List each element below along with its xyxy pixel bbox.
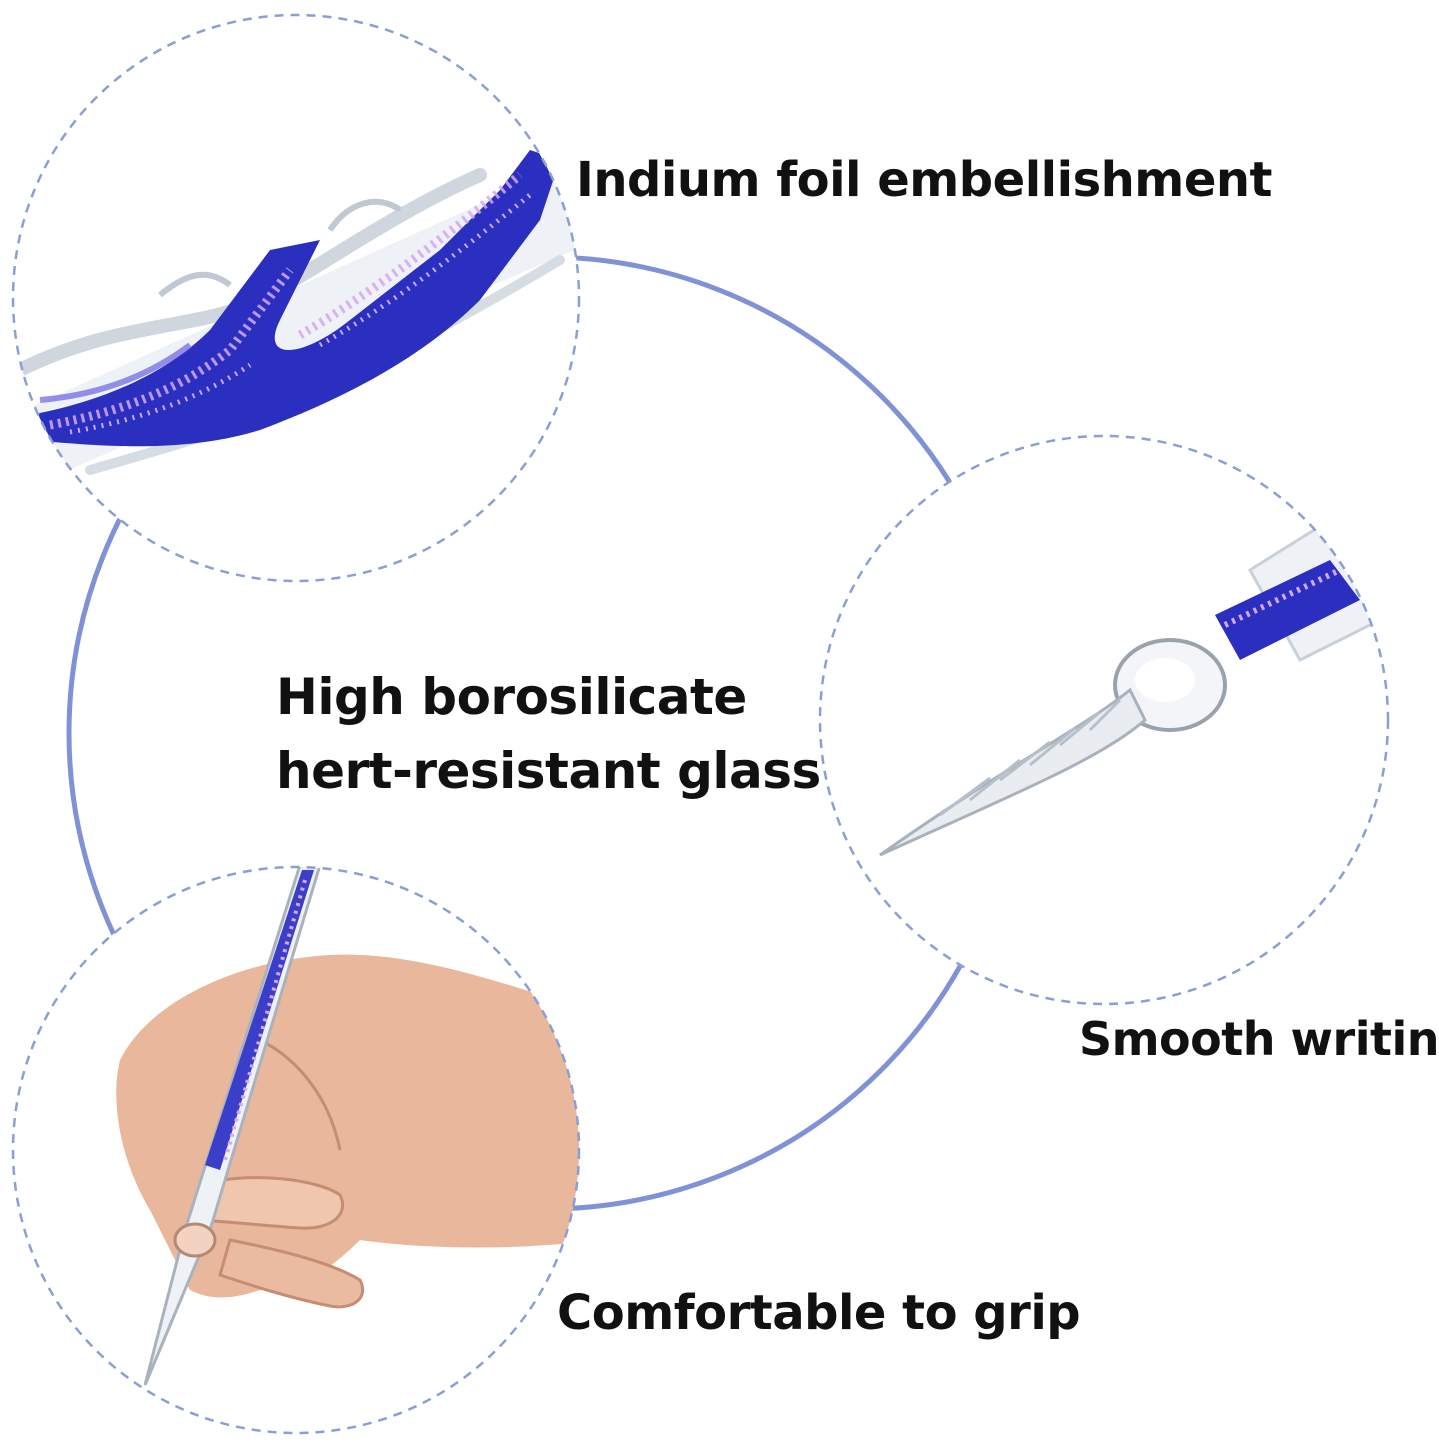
nib-detail-illustration — [879, 517, 1383, 857]
comfortable-grip-label: Comfortable to grip — [557, 1285, 1081, 1341]
hand-detail-illustration — [116, 867, 579, 1386]
smooth-writing-label: Smooth writing — [1079, 1012, 1439, 1066]
glass-material-label-line1: High borosilicate — [276, 668, 747, 726]
hand-detail-frame — [11, 865, 581, 1435]
glass-material-label: High borosilicate hert-resistant glass — [276, 660, 821, 808]
foil-detail-illustration — [13, 150, 579, 500]
glass-material-label-line2: hert-resistant glass — [276, 742, 821, 800]
indium-foil-label: Indium foil embellishment — [576, 152, 1273, 208]
nib-detail-frame — [818, 434, 1390, 1006]
foil-detail-frame — [11, 13, 581, 583]
